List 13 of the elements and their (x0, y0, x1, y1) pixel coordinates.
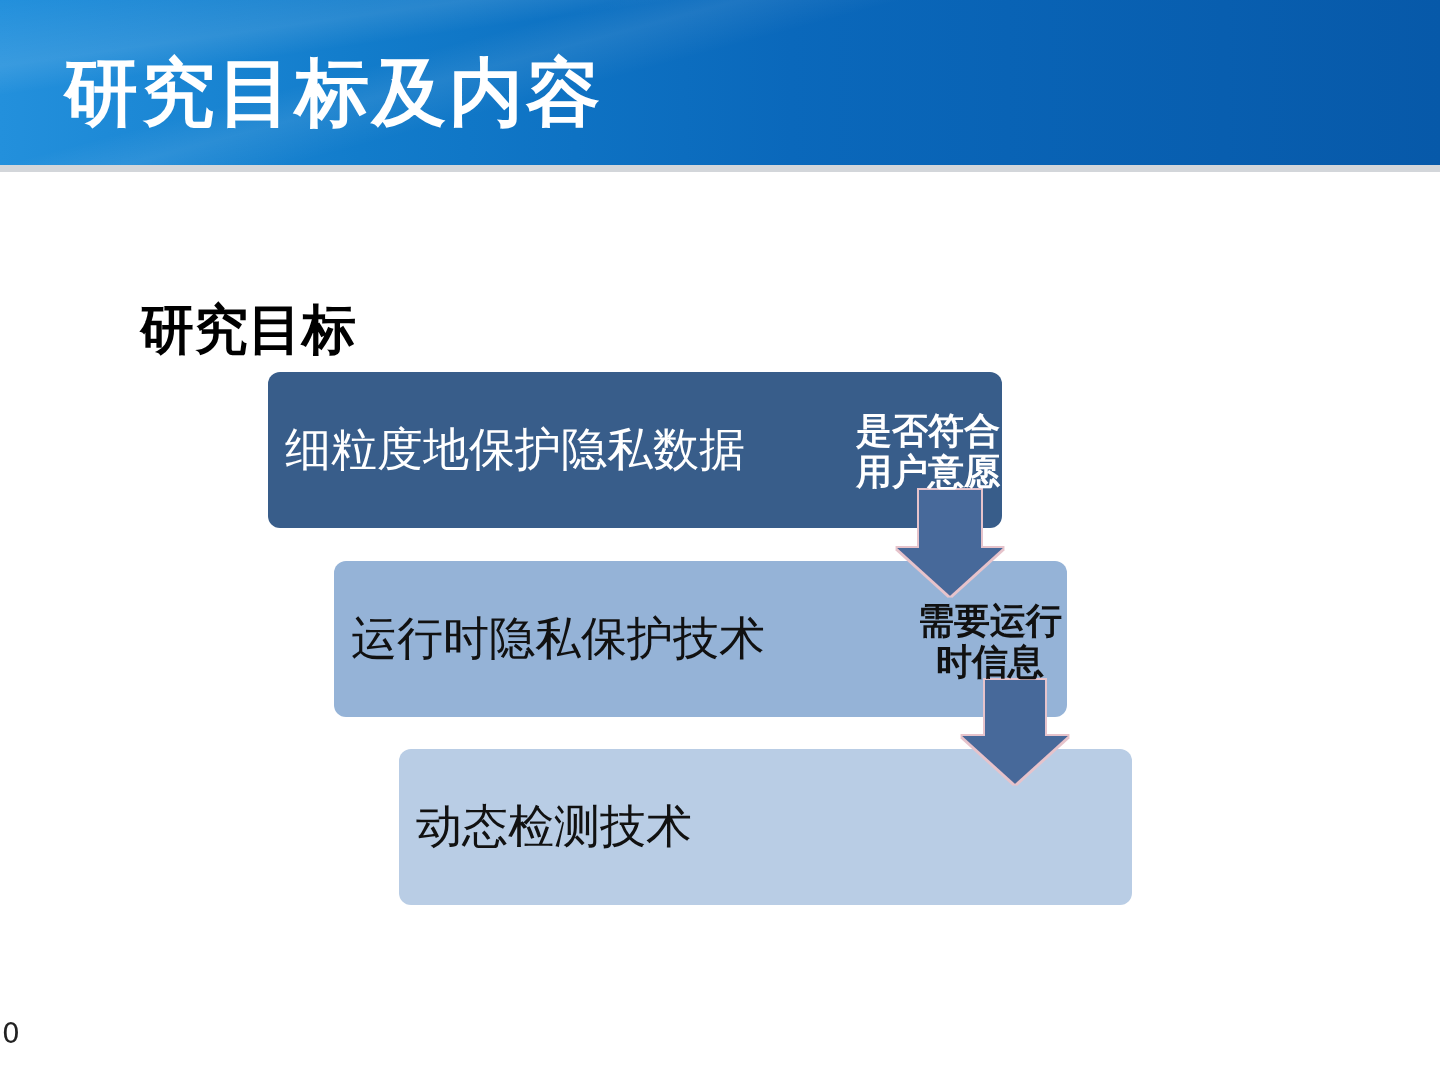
process-box (399, 749, 1132, 905)
step-text: 动态检测技术 (416, 799, 692, 855)
edge-label: 需要运行时信息 (917, 601, 1063, 683)
page-number: 0 (2, 1019, 20, 1050)
step-text: 细粒度地保护隐私数据 (285, 422, 745, 478)
block-arrow (897, 490, 1003, 596)
process-box (334, 561, 1067, 717)
block-arrow (962, 680, 1068, 784)
section-heading: 研究目标 (140, 300, 356, 360)
process-box (268, 372, 1002, 528)
edge-label: 是否符合用户意愿 (855, 411, 1001, 493)
step-text: 运行时隐私保护技术 (351, 611, 765, 667)
slide-title: 研究目标及内容 (64, 52, 603, 134)
